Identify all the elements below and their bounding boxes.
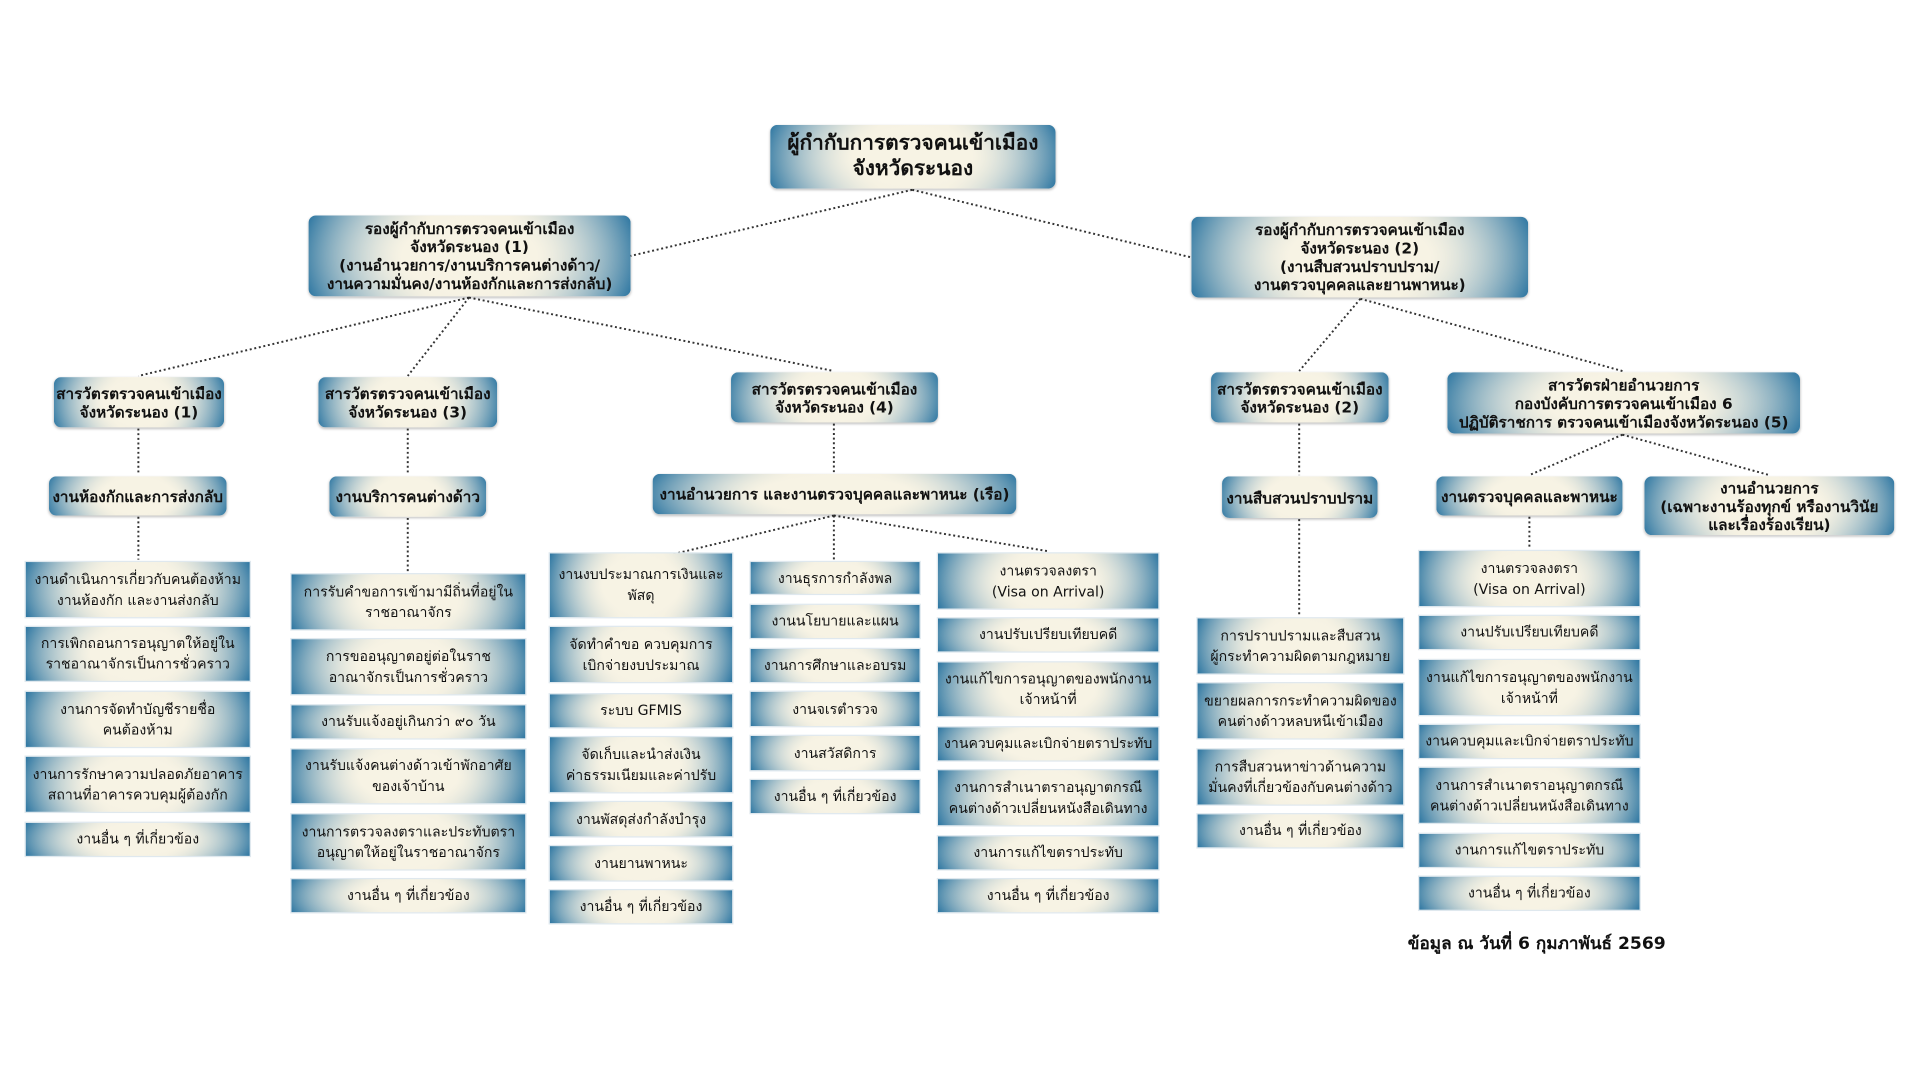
connector-line	[630, 188, 913, 257]
list-item-e: งานแก้ไขการอนุญาตของพนักงาน เจ้าหน้าที่	[936, 661, 1160, 718]
list-item-e: งานการสำเนาตราอนุญาตกรณี คนต่างด้าวเปลี่…	[936, 768, 1160, 827]
list-item-c: จัดทำคำขอ ควบคุมการ เบิกจ่ายงบประมาณ	[548, 625, 734, 684]
root-box: ผู้กำกับการตรวจคนเข้าเมือง จังหวัดระนอง	[770, 124, 1056, 189]
list-item-f: งานอื่น ๆ ที่เกี่ยวข้อง	[1196, 813, 1405, 849]
list-item-d: งานสวัสดิการ	[749, 734, 921, 772]
list-item-g: งานตรวจลงตรา (Visa on Arrival)	[1417, 549, 1641, 608]
list-item-b: การรับคำขอการเข้ามามีถิ่นที่อยู่ใน ราชอา…	[290, 573, 527, 631]
connector-line	[640, 514, 835, 563]
list-item-b: งานรับแจ้งอยู่เกินกว่า ๙๐ วัน	[290, 704, 527, 740]
list-item-a: งานอื่น ๆ ที่เกี่ยวข้อง	[24, 821, 252, 858]
list-item-e: งานการแก้ไขตราประทับ	[936, 835, 1160, 871]
list-item-b: งานอื่น ๆ ที่เกี่ยวข้อง	[290, 877, 527, 914]
section-box-person-vehicle: งานตรวจบุคคลและพาหนะ	[1436, 476, 1623, 516]
list-item-c: งานงบประมาณการเงินและ พัสดุ	[548, 552, 734, 619]
list-item-d: งานการศึกษาและอบรม	[749, 647, 921, 684]
inspector-box-5: สารวัตรฝ่ายอำนวยการ กองบังคับการตรวจคนเข…	[1447, 372, 1801, 434]
inspector-box-2: สารวัตรตรวจคนเข้าเมือง จังหวัดระนอง (2)	[1211, 372, 1389, 423]
list-item-d: งานอื่น ๆ ที่เกี่ยวข้อง	[749, 778, 921, 815]
list-item-f: ขยายผลการกระทำความผิดของ คนต่างด้าวหลบหน…	[1196, 682, 1405, 740]
list-item-d: งานจเรตำรวจ	[749, 690, 921, 728]
connector-line	[1528, 433, 1623, 477]
connector-line	[1622, 433, 1770, 477]
list-item-d: งานธุรการกำลังพล	[749, 560, 921, 596]
connector-line	[1298, 298, 1362, 372]
list-item-f: การสืบสวนหาข่าวด้านความ มั่นคงที่เกี่ยวข…	[1196, 748, 1405, 806]
list-item-g: งานปรับเปรียบเทียบคดี	[1417, 614, 1641, 651]
deputy-box-2: รองผู้กำกับการตรวจคนเข้าเมือง จังหวัดระน…	[1191, 216, 1529, 298]
list-item-g: งานควบคุมและเบิกจ่ายตราประทับ	[1417, 723, 1641, 760]
list-item-e: งานอื่น ๆ ที่เกี่ยวข้อง	[936, 877, 1160, 914]
list-item-e: งานปรับเปรียบเทียบคดี	[936, 617, 1160, 653]
connector-line	[406, 296, 470, 377]
connector-line	[1360, 297, 1623, 372]
list-item-c: จัดเก็บและนำส่งเงิน ค่าธรรมเนียมและค่าปร…	[548, 735, 734, 794]
inspector-box-4: สารวัตรตรวจคนเข้าเมือง จังหวัดระนอง (4)	[731, 372, 938, 423]
list-item-b: งานการตรวจลงตราและประทับตรา อนุญาตให้อยู…	[290, 813, 527, 871]
connector-line	[833, 514, 1048, 552]
list-item-b: การขออนุญาตอยู่ต่อในราช อาณาจักรเป็นการช…	[290, 637, 527, 696]
list-item-e: งานตรวจลงตรา (Visa on Arrival)	[936, 552, 1160, 610]
list-item-e: งานควบคุมและเบิกจ่ายตราประทับ	[936, 726, 1160, 762]
list-item-c: งานพัสดุส่งกำลังบำรุง	[548, 800, 734, 838]
section-box-foreigner-service: งานบริการคนต่างด้าว	[329, 476, 487, 517]
list-item-a: งานดำเนินการเกี่ยวกับคนต้องห้าม งานห้องก…	[24, 560, 252, 619]
list-item-d: งานนโยบายและแผน	[749, 603, 921, 640]
list-item-a: งานการจัดทำบัญชีรายชื่อ คนต้องห้าม	[24, 690, 252, 749]
list-item-b: งานรับแจ้งคนต่างด้าวเข้าพักอาศัย ของเจ้า…	[290, 748, 527, 805]
list-item-a: การเพิกถอนการอนุญาตให้อยู่ใน ราชอาณาจักร…	[24, 625, 252, 683]
list-item-c: งานยานพาหนะ	[548, 844, 734, 882]
list-item-g: งานการแก้ไขตราประทับ	[1417, 832, 1641, 869]
list-item-f: การปราบปรามและสืบสวน ผู้กระทำความผิดตามก…	[1196, 617, 1405, 675]
list-item-c: งานอื่น ๆ ที่เกี่ยวข้อง	[548, 888, 734, 925]
section-box-admin-boat: งานอำนวยการ และงานตรวจบุคคลและพาหนะ (เรื…	[652, 473, 1017, 515]
deputy-box-1: รองผู้กำกับการตรวจคนเข้าเมือง จังหวัดระน…	[308, 215, 631, 297]
connector-line	[138, 296, 470, 377]
inspector-box-3: สารวัตรตรวจคนเข้าเมือง จังหวัดระนอง (3)	[318, 377, 498, 428]
section-box-investigation: งานสืบสวนปราบปราม	[1222, 476, 1378, 518]
list-item-g: งานอื่น ๆ ที่เกี่ยวข้อง	[1417, 875, 1641, 912]
connector-line	[468, 296, 835, 372]
list-item-c: ระบบ GFMIS	[548, 693, 734, 729]
list-item-g: งานการสำเนาตราอนุญาตกรณี คนต่างด้าวเปลี่…	[1417, 766, 1641, 825]
list-item-a: งานการรักษาความปลอดภัยอาคาร สถานที่อาคาร…	[24, 755, 252, 814]
section-box-admin-complaint: งานอำนวยการ (เฉพาะงานร้องทุกข์ หรืองานวิ…	[1644, 476, 1895, 536]
list-item-g: งานแก้ไขการอนุญาตของพนักงาน เจ้าหน้าที่	[1417, 658, 1641, 717]
connector-line	[912, 188, 1191, 259]
inspector-box-1: สารวัตรตรวจคนเข้าเมือง จังหวัดระนอง (1)	[53, 377, 225, 428]
section-box-detention: งานห้องกักและการส่งกลับ	[48, 476, 227, 516]
data-date-note: ข้อมูล ณ วันที่ 6 กุมภาพันธ์ 2569	[1407, 934, 1666, 954]
